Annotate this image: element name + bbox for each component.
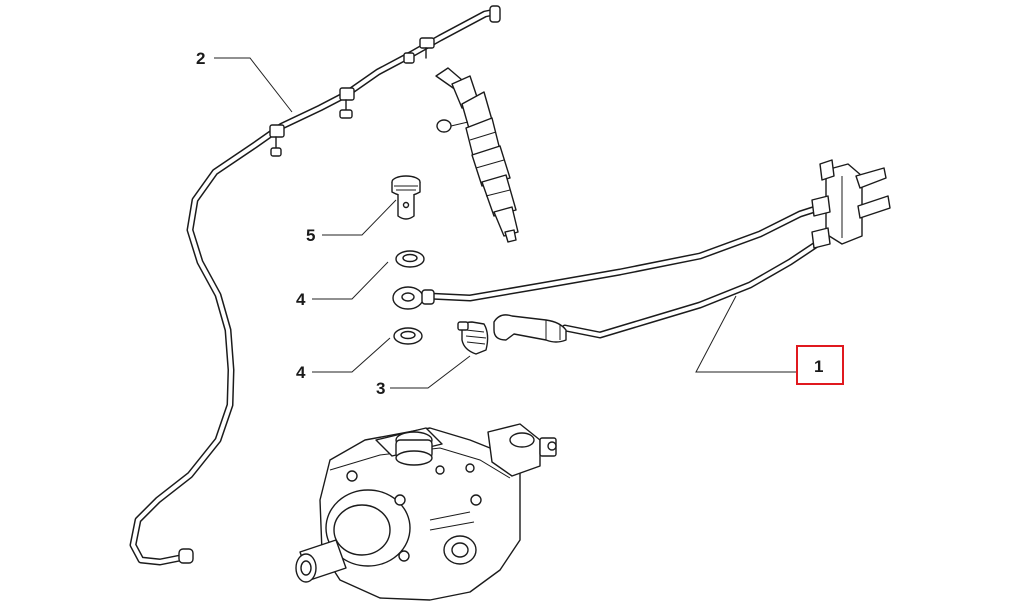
- injection-pump[interactable]: [295, 423, 557, 601]
- hose-connector: [269, 37, 435, 157]
- callout-3: 3: [376, 379, 385, 398]
- banjo-eye: [392, 286, 435, 310]
- injector[interactable]: [435, 67, 519, 243]
- leak-off-pipe[interactable]: [392, 159, 891, 343]
- callout-2: 2: [196, 49, 205, 68]
- washer-lower[interactable]: [393, 327, 423, 345]
- callout-4-upper: 4: [296, 290, 306, 309]
- banjo-bolt[interactable]: [391, 175, 421, 220]
- hose-clip[interactable]: [457, 321, 489, 355]
- leader-lines: [214, 57, 796, 389]
- callout-1[interactable]: 1: [814, 357, 823, 376]
- highlight-box: [796, 345, 844, 385]
- callout-5: 5: [306, 226, 315, 245]
- tee-fitting: [811, 159, 891, 249]
- callout-4-lower: 4: [296, 363, 306, 382]
- washer-upper[interactable]: [395, 250, 425, 268]
- return-hose[interactable]: [129, 5, 501, 566]
